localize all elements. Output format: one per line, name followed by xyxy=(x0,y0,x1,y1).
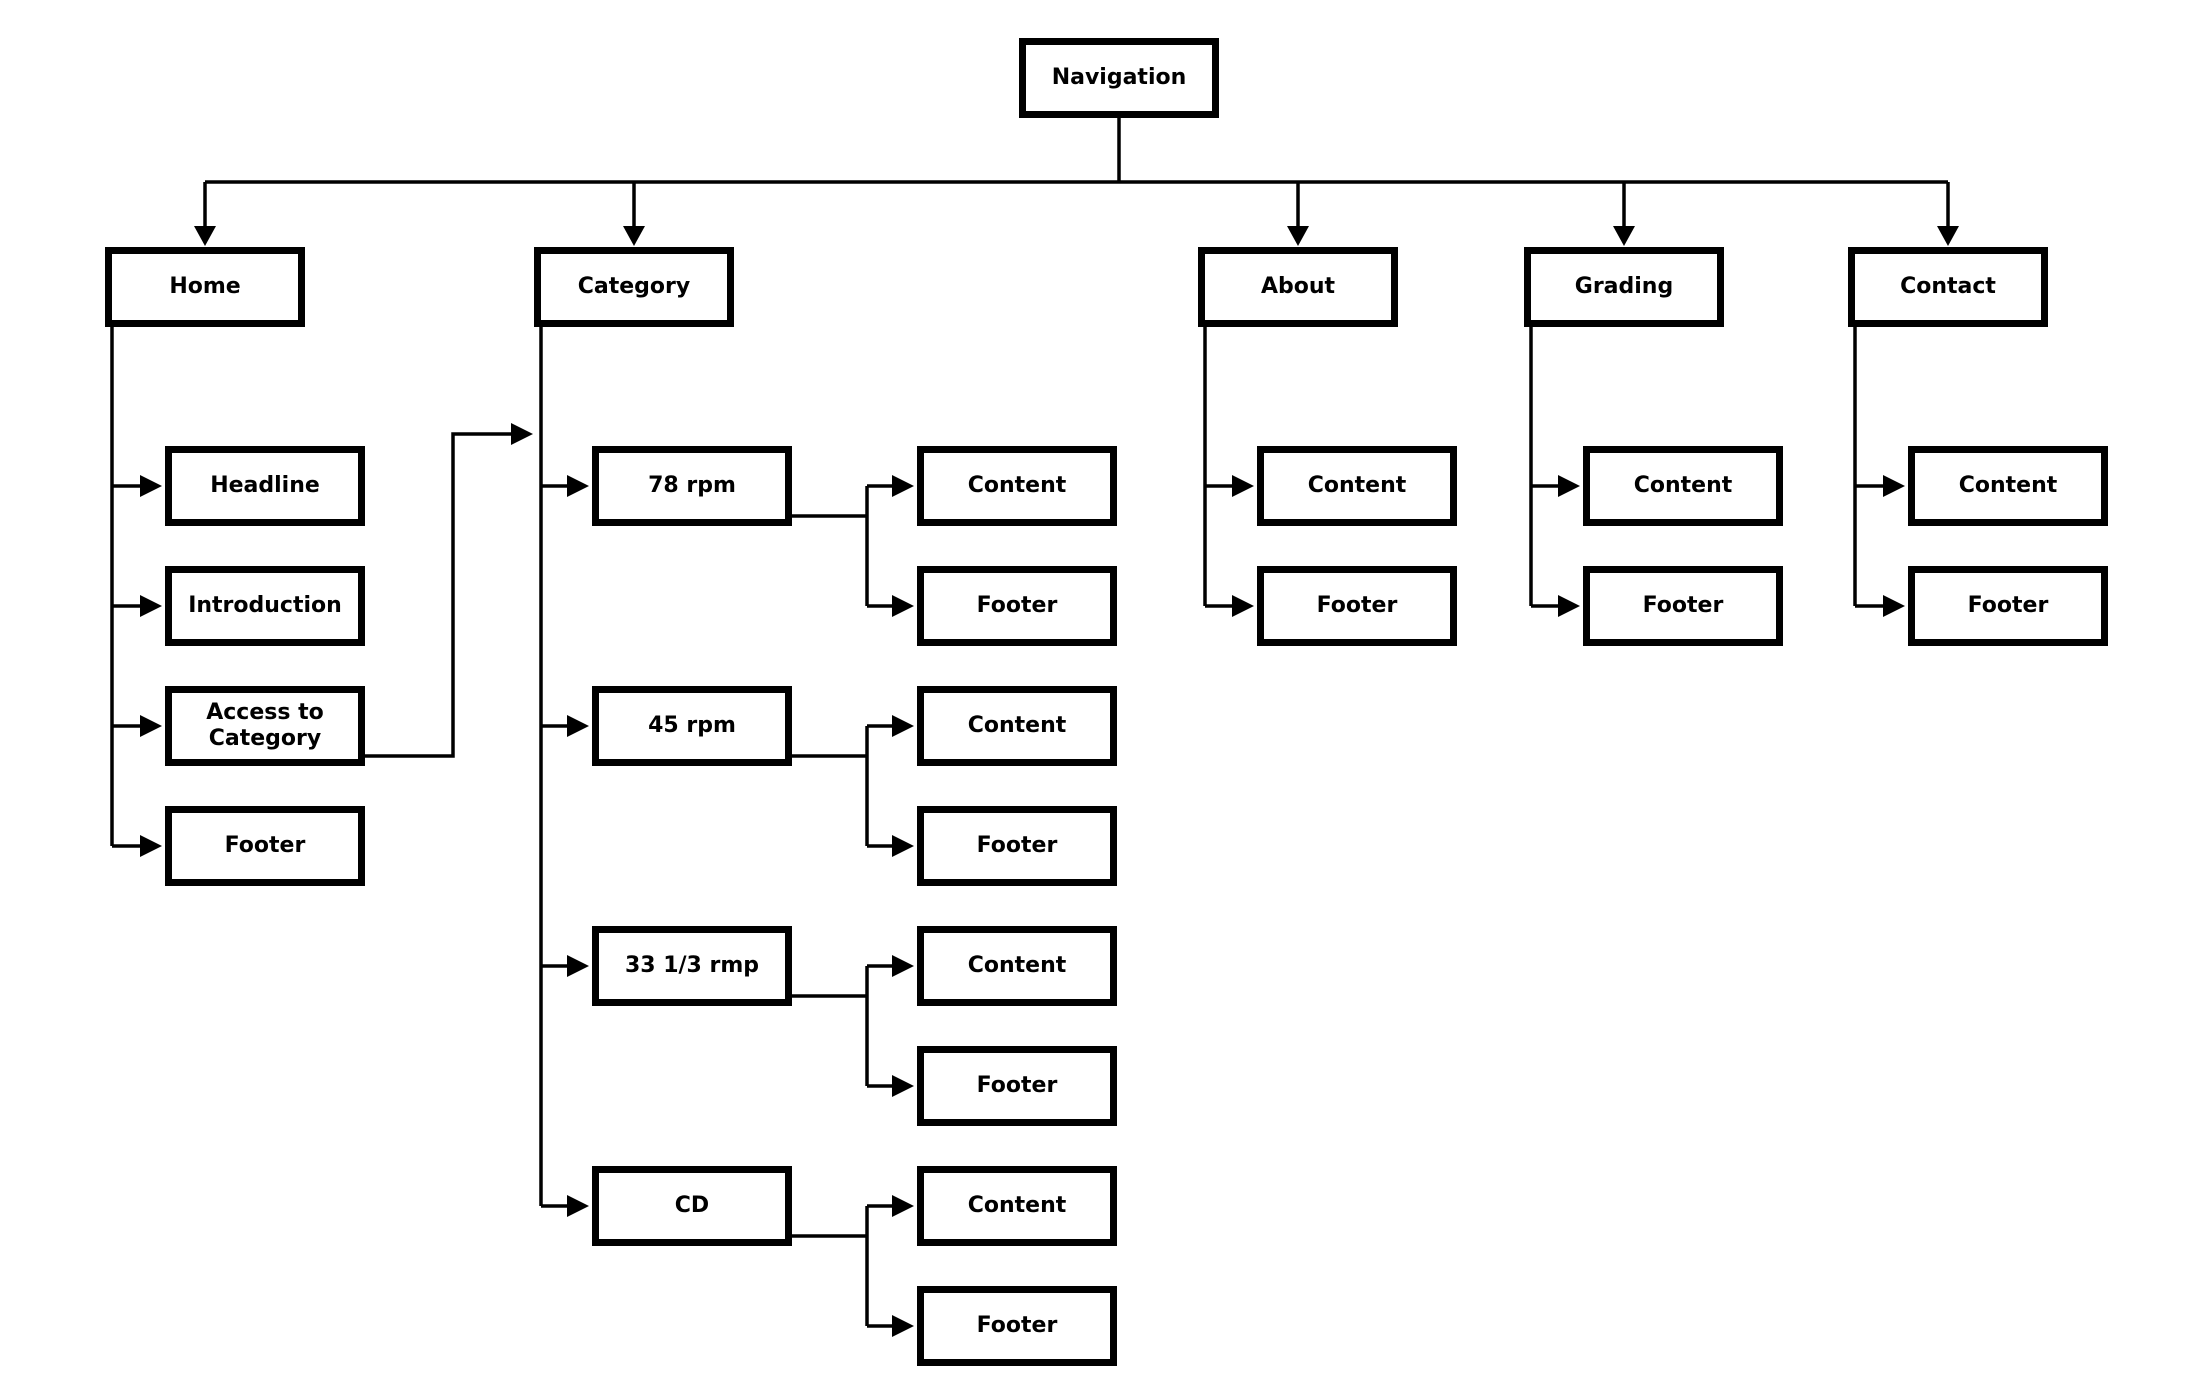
node-label: Footer xyxy=(976,832,1058,858)
node-label: About xyxy=(1260,273,1336,299)
arrow-to-cat-78-content xyxy=(892,475,914,497)
node-home-introduction: Introduction xyxy=(165,566,365,646)
arrow-to-contact-content xyxy=(1883,475,1905,497)
node-cat-cd-content: Content xyxy=(917,1166,1117,1246)
node-navigation: Navigation xyxy=(1019,38,1219,118)
node-label: Content xyxy=(1633,472,1733,498)
connector-access-to-category xyxy=(365,432,513,758)
arrow-to-cat-45-content xyxy=(892,715,914,737)
arrow-to-cat-78-footer xyxy=(892,595,914,617)
node-label: 45 rpm xyxy=(648,712,736,738)
node-cat-78-content: Content xyxy=(917,446,1117,526)
node-label: Footer xyxy=(976,592,1058,618)
arrow-to-home-introduction xyxy=(140,595,162,617)
arrow-to-cat-cd xyxy=(567,1195,589,1217)
node-cat-78: 78 rpm xyxy=(592,446,792,526)
arrow-to-home-access xyxy=(140,715,162,737)
node-label: Headline xyxy=(210,472,320,498)
arrow-to-cat-78 xyxy=(567,475,589,497)
arrow-to-cat-33-content xyxy=(892,955,914,977)
node-home-footer: Footer xyxy=(165,806,365,886)
node-label: Introduction xyxy=(188,592,342,618)
node-label: Footer xyxy=(224,832,306,858)
arrow-access-to-category xyxy=(511,423,533,445)
node-home: Home xyxy=(105,247,305,327)
arrow-to-cat-45 xyxy=(567,715,589,737)
arrow-to-contact-footer xyxy=(1883,595,1905,617)
node-cat-45-footer: Footer xyxy=(917,806,1117,886)
node-cat-45-content: Content xyxy=(917,686,1117,766)
node-label: Grading xyxy=(1574,273,1674,299)
arrow-to-grading xyxy=(1613,226,1635,246)
node-home-headline: Headline xyxy=(165,446,365,526)
arrow-to-contact xyxy=(1937,226,1959,246)
node-grading-content: Content xyxy=(1583,446,1783,526)
arrow-to-grading-footer xyxy=(1558,595,1580,617)
node-contact: Contact xyxy=(1848,247,2048,327)
node-label: Content xyxy=(967,472,1067,498)
node-label: Footer xyxy=(1316,592,1398,618)
arrow-to-cat-cd-content xyxy=(892,1195,914,1217)
node-label: Home xyxy=(169,273,241,299)
node-cat-78-footer: Footer xyxy=(917,566,1117,646)
node-cat-cd: CD xyxy=(592,1166,792,1246)
node-about: About xyxy=(1198,247,1398,327)
node-label: Access to Category xyxy=(206,699,324,751)
node-label: Footer xyxy=(1967,592,2049,618)
node-cat-33-content: Content xyxy=(917,926,1117,1006)
node-label: Footer xyxy=(976,1072,1058,1098)
node-about-content: Content xyxy=(1257,446,1457,526)
arrow-to-home-footer xyxy=(140,835,162,857)
arrow-to-cat-33-footer xyxy=(892,1075,914,1097)
node-home-access: Access to Category xyxy=(165,686,365,766)
node-label: Category xyxy=(577,273,691,299)
node-label: 33 1/3 rmp xyxy=(624,952,760,978)
node-contact-footer: Footer xyxy=(1908,566,2108,646)
node-cat-45: 45 rpm xyxy=(592,686,792,766)
arrow-to-about-content xyxy=(1232,475,1254,497)
node-label: Content xyxy=(967,952,1067,978)
arrow-to-cat-33 xyxy=(567,955,589,977)
node-cat-33: 33 1/3 rmp xyxy=(592,926,792,1006)
node-category: Category xyxy=(534,247,734,327)
node-label: Navigation xyxy=(1051,64,1187,90)
arrow-to-home-headline xyxy=(140,475,162,497)
node-label: Contact xyxy=(1900,273,1996,299)
node-label: 78 rpm xyxy=(648,472,736,498)
arrow-to-cat-cd-footer xyxy=(892,1315,914,1337)
node-grading: Grading xyxy=(1524,247,1724,327)
node-cat-33-footer: Footer xyxy=(917,1046,1117,1126)
arrow-to-grading-content xyxy=(1558,475,1580,497)
arrow-to-about xyxy=(1287,226,1309,246)
node-contact-content: Content xyxy=(1908,446,2108,526)
node-cat-cd-footer: Footer xyxy=(917,1286,1117,1366)
arrow-to-category xyxy=(623,226,645,246)
node-label: CD xyxy=(674,1192,710,1218)
arrow-to-about-footer xyxy=(1232,595,1254,617)
node-label: Footer xyxy=(1642,592,1724,618)
node-label: Footer xyxy=(976,1312,1058,1338)
node-about-footer: Footer xyxy=(1257,566,1457,646)
node-grading-footer: Footer xyxy=(1583,566,1783,646)
node-label: Content xyxy=(1958,472,2058,498)
node-label: Content xyxy=(967,1192,1067,1218)
arrow-to-cat-45-footer xyxy=(892,835,914,857)
arrow-to-home xyxy=(194,226,216,246)
node-label: Content xyxy=(967,712,1067,738)
node-label: Content xyxy=(1307,472,1407,498)
